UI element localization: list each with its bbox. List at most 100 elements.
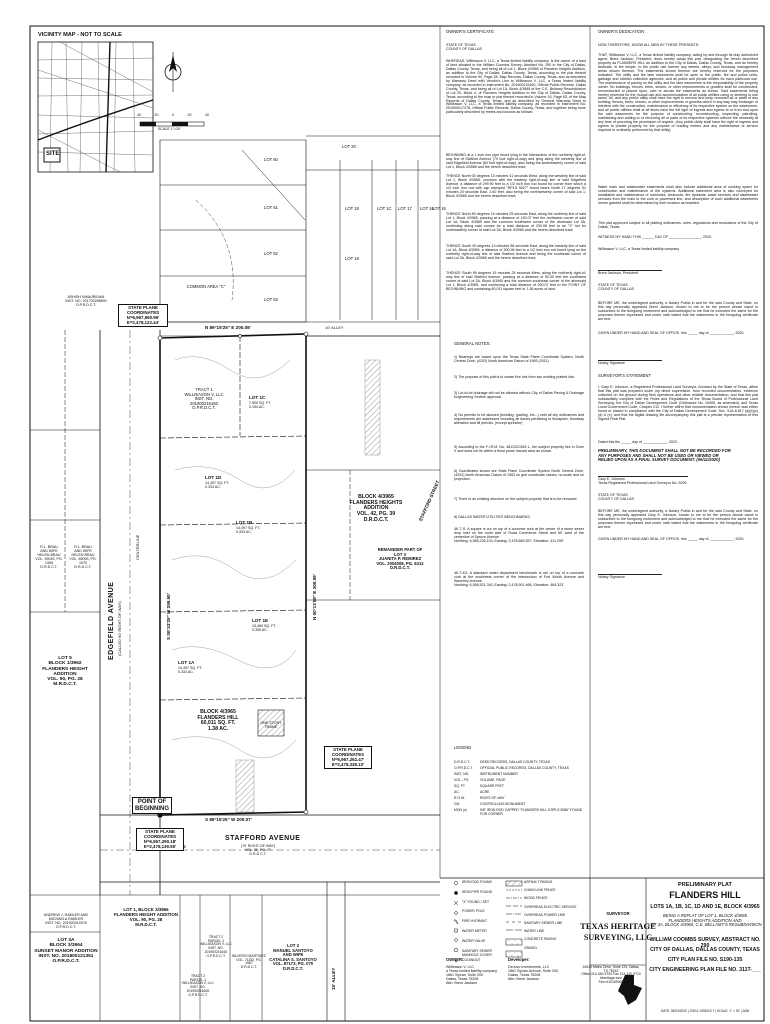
northwest-owner: ASHISH NIMAJRIDAM INST. NO. 201700258690… [65, 295, 107, 307]
certificate-paragraph-1: WHEREAS, Willieason V, LLC, a Texas limi… [446, 59, 586, 115]
legend-abbr-meaning: VOLUME, PAGE [480, 778, 506, 782]
surveyor-given: GIVEN UNDER MY HAND AND SEAL OF OFFICE, … [598, 537, 745, 541]
preliminary-notice: PRELIMINARY, THIS DOCUMENT SHALL NOT BE … [598, 448, 731, 463]
tract2-parcel-a: TRACT 2 PARCEL 1 WILLIEASON V, LLC INST.… [182, 974, 214, 997]
lot-1c-area: 7,500 SQ. FT. 0.194 AC. [249, 401, 272, 409]
plat-city: CITY OF DALLAS, DALLAS COUNTY, TEXAS [650, 947, 760, 953]
firm-name-2: SURVEYING, LLC [583, 933, 653, 942]
north-arrow-icon [164, 52, 182, 92]
plat-date-line: DATE: 06/03/2020 | JOB # 1902013-7 | SCA… [660, 1009, 750, 1013]
lot-1b-subject: LOT 1B [236, 520, 253, 525]
scale-label: SCALE 1"=20' [158, 127, 181, 131]
vicinity-map-title: VICINITY MAP - NOT TO SCALE [38, 32, 122, 38]
scale-bar [139, 121, 205, 127]
edgefield-avenue-sub: (CALLED 60' RIGHT-OF-WAY) [117, 601, 122, 656]
lot-1b-area: 14,497 SQ. FT. 0.333 AC. [236, 526, 261, 534]
tract1-label: TRACT 1 WILLIEASON V, LLC INST. NO. 2019… [184, 387, 224, 411]
developer-label: Developer: [508, 957, 530, 962]
lot-52-label: LOT 52 [264, 251, 278, 256]
legend-symbols [453, 880, 523, 963]
state-plane-east: STATE PLANE COORDINATES N=6,967,262.47' … [324, 746, 372, 770]
dedication-given: GIVEN UNDER MY HAND AND SEAL OF OFFICE, … [598, 331, 745, 335]
legend-line-label: WATER LINE [524, 929, 545, 934]
legend-abbr-meaning: 5/8" IRON ROD CAPPED "FLANDERS HILL 5 RP… [480, 808, 583, 816]
certificate-paragraph-3: THENCE North 00 degrees 13 minutes 41 se… [446, 174, 586, 198]
preliminary-plat-label: PRELIMINARY PLAT [678, 882, 732, 888]
stafford-avenue-label: STAFFORD AVENUE [225, 835, 301, 842]
legend-abbr-code: CM [454, 802, 460, 806]
legend-abbr-meaning: RIGHT-OF-WAY [480, 796, 505, 800]
south-lot-1: LOT 1, BLOCK 3/3966 FLANDERS HEIGHT ADDI… [114, 907, 178, 927]
legend-symbol-label: IRON PIPE FOUND [462, 889, 493, 894]
title-block-frame [440, 877, 764, 1021]
legend-symbol-label: WATER METER [462, 929, 487, 933]
lot-16-label: LOT 16 [420, 206, 434, 211]
legend-symbol-label: CLEANOUT [462, 958, 481, 963]
note-8: 8) DALLAS WATER UTILITIES BENCHMARKS: [454, 515, 531, 519]
one-story-frame: ONE STORY FRAME [260, 721, 282, 729]
south-owner-ramler: ANDREW J. RAMLER AND MICHAELA RAMLER INS… [43, 913, 89, 929]
notes-heading: GENERAL NOTES: [454, 341, 491, 346]
legend-heading: LEGEND [454, 745, 472, 750]
dedication-notary: BEFORE ME, the undersigned authority, a … [598, 301, 758, 321]
dedication-company: Willieason V, LLC, a Texas limited liabi… [598, 247, 680, 251]
south-lot-3: LOT 3 MANUEL SANTOYO AND WIFE CATALINA S… [269, 943, 317, 972]
remainder-lot-label: REMAINDER PART OF LOT 3 JUANITA P. REMIR… [376, 547, 424, 571]
scale-tick: 0 [172, 113, 174, 117]
south-bearing: S 89°15'25" W 200.07' [205, 817, 252, 822]
east-bearing: N 00°13'58" E 300.98' [312, 574, 317, 620]
certificate-paragraph-5: THENCE South 00 degrees 13 minutes 58 se… [446, 244, 586, 260]
owner-block: Willieason V, LLC a Texas limited liabil… [446, 965, 498, 985]
surveyor-statement-heading: SURVEYOR'S STATEMENT [598, 373, 651, 378]
lot-17-label: LOT 17 [398, 206, 412, 211]
scale-tick: 20 [187, 113, 192, 117]
plat-replat: BEING A REPLAT OF LOT 1, BLOCK 4/3965 FL… [648, 913, 762, 928]
dedication-paragraph-1: THAT, Willieason V, LLC, a Texas limited… [598, 53, 758, 133]
legend-symbol-label: IRON ROD FOUND [462, 880, 492, 884]
surveyor-signature: Gary E. Johnson Texas Registered Profess… [598, 476, 688, 485]
scale-ticks: 40 20 0 20 40 [137, 113, 209, 118]
legend-abbr-row: MON (s)5/8" IRON ROD CAPPED "FLANDERS HI… [454, 808, 586, 816]
lot-1e-area: 15,469 SQ. FT. 0.355 AC. [252, 624, 277, 632]
dedication-witness: WITNESS MY HAND THIS ______ DAY OF _____… [598, 235, 712, 239]
scale-tick: 20 [154, 113, 159, 117]
plat-survey: WILLIAM COOMBS SURVEY, ABSTRACT NO. 290 [649, 937, 761, 949]
developer-block: Denovo Investments, LLC 1861 Sylvan Aven… [508, 965, 558, 981]
plat-lots: LOTS 1A, 1B, 1C, 1D AND 1E, BLOCK 4/3965 [650, 904, 760, 910]
lot-1a-area: 14,497 SQ. FT. 0.333 AC. [178, 666, 203, 674]
legend-line-label: ASPHALT PAVING [524, 880, 553, 884]
legend-line-label: GRAVEL [524, 945, 538, 950]
dedication-state: STATE OF TEXAS COUNTY OF DALLAS [598, 283, 634, 291]
legend-symbol-label: "X" FOUND / SET [462, 899, 490, 904]
surveyor-dated: Dated this the _____ day of ____________… [598, 440, 678, 444]
legend-line-label: SANITARY SEWER LINE [524, 921, 563, 925]
west-owner-1: R.L. BRAU AND WIFE HELEN BRAU VOL. 99049… [35, 545, 63, 569]
notary-signature-2: Notary Signature [598, 574, 662, 580]
vicinity-map [37, 41, 154, 173]
alley-label: 10' ALLEY [325, 325, 344, 330]
lot-50-label: LOT 50 [264, 157, 278, 162]
legend-abbr-row: D.R.D.C.T.DEED RECORDS, DALLAS COUNTY, T… [454, 760, 586, 764]
note-6: 6) Coordinates shown are State Plane Coo… [454, 469, 584, 481]
dedication-heading: OWNER'S DEDICATION [598, 29, 645, 34]
plat-plan-file: CITY PLAN FILE NO. S190-135 [667, 957, 743, 963]
west-owner-2: R.L. BRAU AND WIFE HELEN BRAU VOL. 89099… [69, 545, 97, 569]
bilverio-martinez: BILVERIO MARTINEZ VOL. 71152, PG. 1567 D… [232, 954, 266, 970]
certificate-state: STATE OF TEXAS COUNTY OF DALLAS [446, 43, 482, 51]
legend-abbr-meaning: SQUARE FEET [480, 784, 504, 788]
lot-51-label: LOT 51 [264, 205, 278, 210]
legend-abbr-code: VOL., PG. [454, 778, 470, 782]
east-block-label: BLOCK 4/3965 FLANDERS HEIGHTS ADDITION V… [349, 494, 403, 523]
lot-20-label: LOT 20 [342, 144, 356, 149]
benchmark-1: 4K-T-S: A square is cut on top of a conc… [454, 527, 584, 543]
lot-19-label: LOT 19 [345, 206, 359, 211]
legend-symbol-label: POWER POLE [462, 909, 485, 914]
legend-symbol-label: SANITARY SEWER MANHOLE COVER [462, 948, 492, 957]
legend-line-label: OVERHEAD ELECTRIC SERVICE [524, 904, 577, 909]
legend-abbr-row: VOL., PG. VOLUME, PAGE [454, 778, 586, 782]
benchmark-2: 4K-T-K3: A standard water department ben… [454, 571, 584, 587]
west-bearing: S 00°33'29" W 299.90' [166, 593, 171, 640]
state-plane-north: STATE PLANE COORDINATES N=6,967,560.96' … [118, 304, 168, 328]
firm-address: 10610 Metric Drive, Suite 124, Dallas, T… [581, 965, 641, 984]
